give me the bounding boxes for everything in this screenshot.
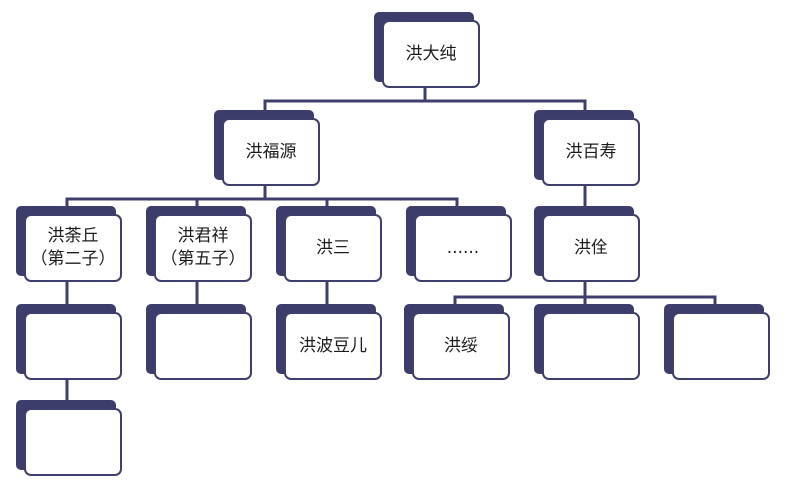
node-card: 洪波豆儿	[284, 312, 382, 380]
node-card	[24, 312, 122, 380]
node-label: 洪荼丘	[47, 226, 99, 246]
node-label: 洪绥	[444, 335, 478, 356]
node-label: 洪波豆儿	[299, 335, 367, 356]
node-card: 洪绥	[412, 312, 510, 380]
node-card: 洪大纯	[382, 20, 480, 88]
node-card	[542, 312, 640, 380]
node-card: 洪三	[284, 214, 382, 282]
node-label: 洪佺	[574, 237, 608, 258]
node-label: 洪三	[316, 237, 350, 258]
node-card: ......	[414, 214, 512, 282]
node-sublabel: （第五子）	[160, 249, 246, 269]
node-label: 洪福源	[245, 141, 297, 162]
node-card	[672, 312, 770, 380]
node-card: 洪君祥 （第五子）	[154, 214, 252, 282]
node-card: 洪百寿	[542, 118, 640, 186]
node-card	[154, 312, 252, 380]
node-label: ......	[446, 237, 480, 258]
node-card	[24, 408, 122, 476]
node-label: 洪百寿	[565, 141, 617, 162]
node-card: 洪福源	[222, 118, 320, 186]
node-card: 洪荼丘 （第二子）	[24, 214, 122, 282]
node-label: 洪大纯	[405, 43, 457, 64]
node-label: 洪君祥	[177, 226, 229, 246]
node-sublabel: （第二子）	[30, 249, 116, 269]
node-card: 洪佺	[542, 214, 640, 282]
